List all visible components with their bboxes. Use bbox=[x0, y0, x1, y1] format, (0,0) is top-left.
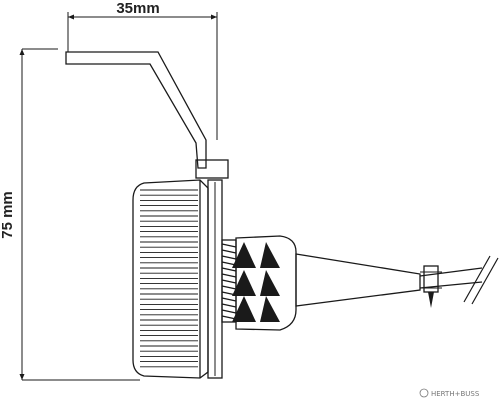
thread-ring bbox=[221, 267, 237, 272]
thread-ring bbox=[221, 249, 237, 254]
lamp-housing bbox=[132, 179, 209, 379]
housing-grille bbox=[140, 189, 198, 368]
width-arrow-left bbox=[68, 14, 74, 20]
cable-top-line bbox=[419, 267, 483, 277]
cap-notch bbox=[260, 242, 280, 268]
height-arrow-bottom bbox=[19, 374, 25, 380]
thread-ring bbox=[221, 309, 237, 314]
height-label: 75 mm bbox=[0, 191, 16, 239]
mounting-bracket bbox=[65, 51, 229, 179]
cap-notch bbox=[232, 296, 256, 322]
thread-ring bbox=[221, 297, 237, 302]
thread-ring bbox=[221, 255, 237, 260]
thread-ring bbox=[221, 285, 237, 290]
thread-ring bbox=[221, 279, 237, 284]
cable-boot-cone bbox=[295, 253, 421, 307]
cap-notch bbox=[232, 270, 256, 296]
threaded-neck bbox=[221, 239, 237, 323]
housing-body bbox=[132, 179, 209, 379]
cable-break-mark bbox=[463, 255, 491, 303]
watermark-registered-icon bbox=[419, 388, 429, 398]
watermark-text: HERTH+BUSS bbox=[431, 390, 480, 398]
height-arrow-top bbox=[19, 49, 25, 55]
cable-boot bbox=[295, 253, 421, 307]
watermark: HERTH+BUSS bbox=[419, 388, 480, 398]
width-arrow-right bbox=[211, 14, 217, 20]
height-dimension: 75 mm bbox=[0, 48, 140, 381]
back-plate bbox=[207, 179, 223, 379]
cable-bottom-line bbox=[419, 281, 483, 289]
thread-ring bbox=[221, 303, 237, 308]
cap-notch bbox=[260, 270, 280, 296]
socket-cap-body bbox=[235, 235, 297, 331]
width-label: 35mm bbox=[116, 0, 159, 17]
neck-threads bbox=[221, 243, 237, 320]
bracket-arm bbox=[65, 51, 207, 169]
bracket-clamp bbox=[195, 159, 229, 179]
cable-clamp-pin bbox=[428, 292, 434, 308]
cap-notch bbox=[260, 296, 280, 322]
cap-notch bbox=[232, 242, 256, 268]
thread-ring bbox=[221, 273, 237, 278]
cable-break-mark bbox=[471, 257, 499, 305]
cable bbox=[419, 255, 499, 308]
socket-cap bbox=[232, 235, 297, 331]
thread-ring bbox=[221, 243, 237, 248]
width-dimension: 35mm bbox=[67, 0, 218, 140]
